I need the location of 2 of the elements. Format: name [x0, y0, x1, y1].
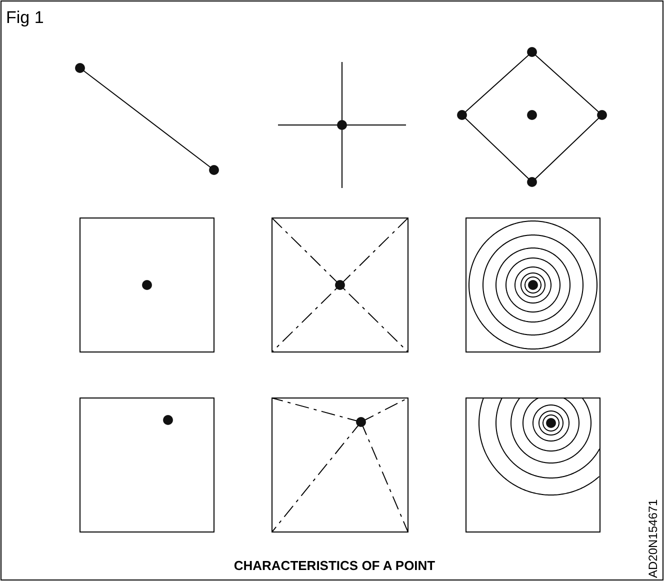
figure-code: AD20N154671	[646, 499, 660, 578]
figure-title: Fig 1	[6, 8, 44, 28]
